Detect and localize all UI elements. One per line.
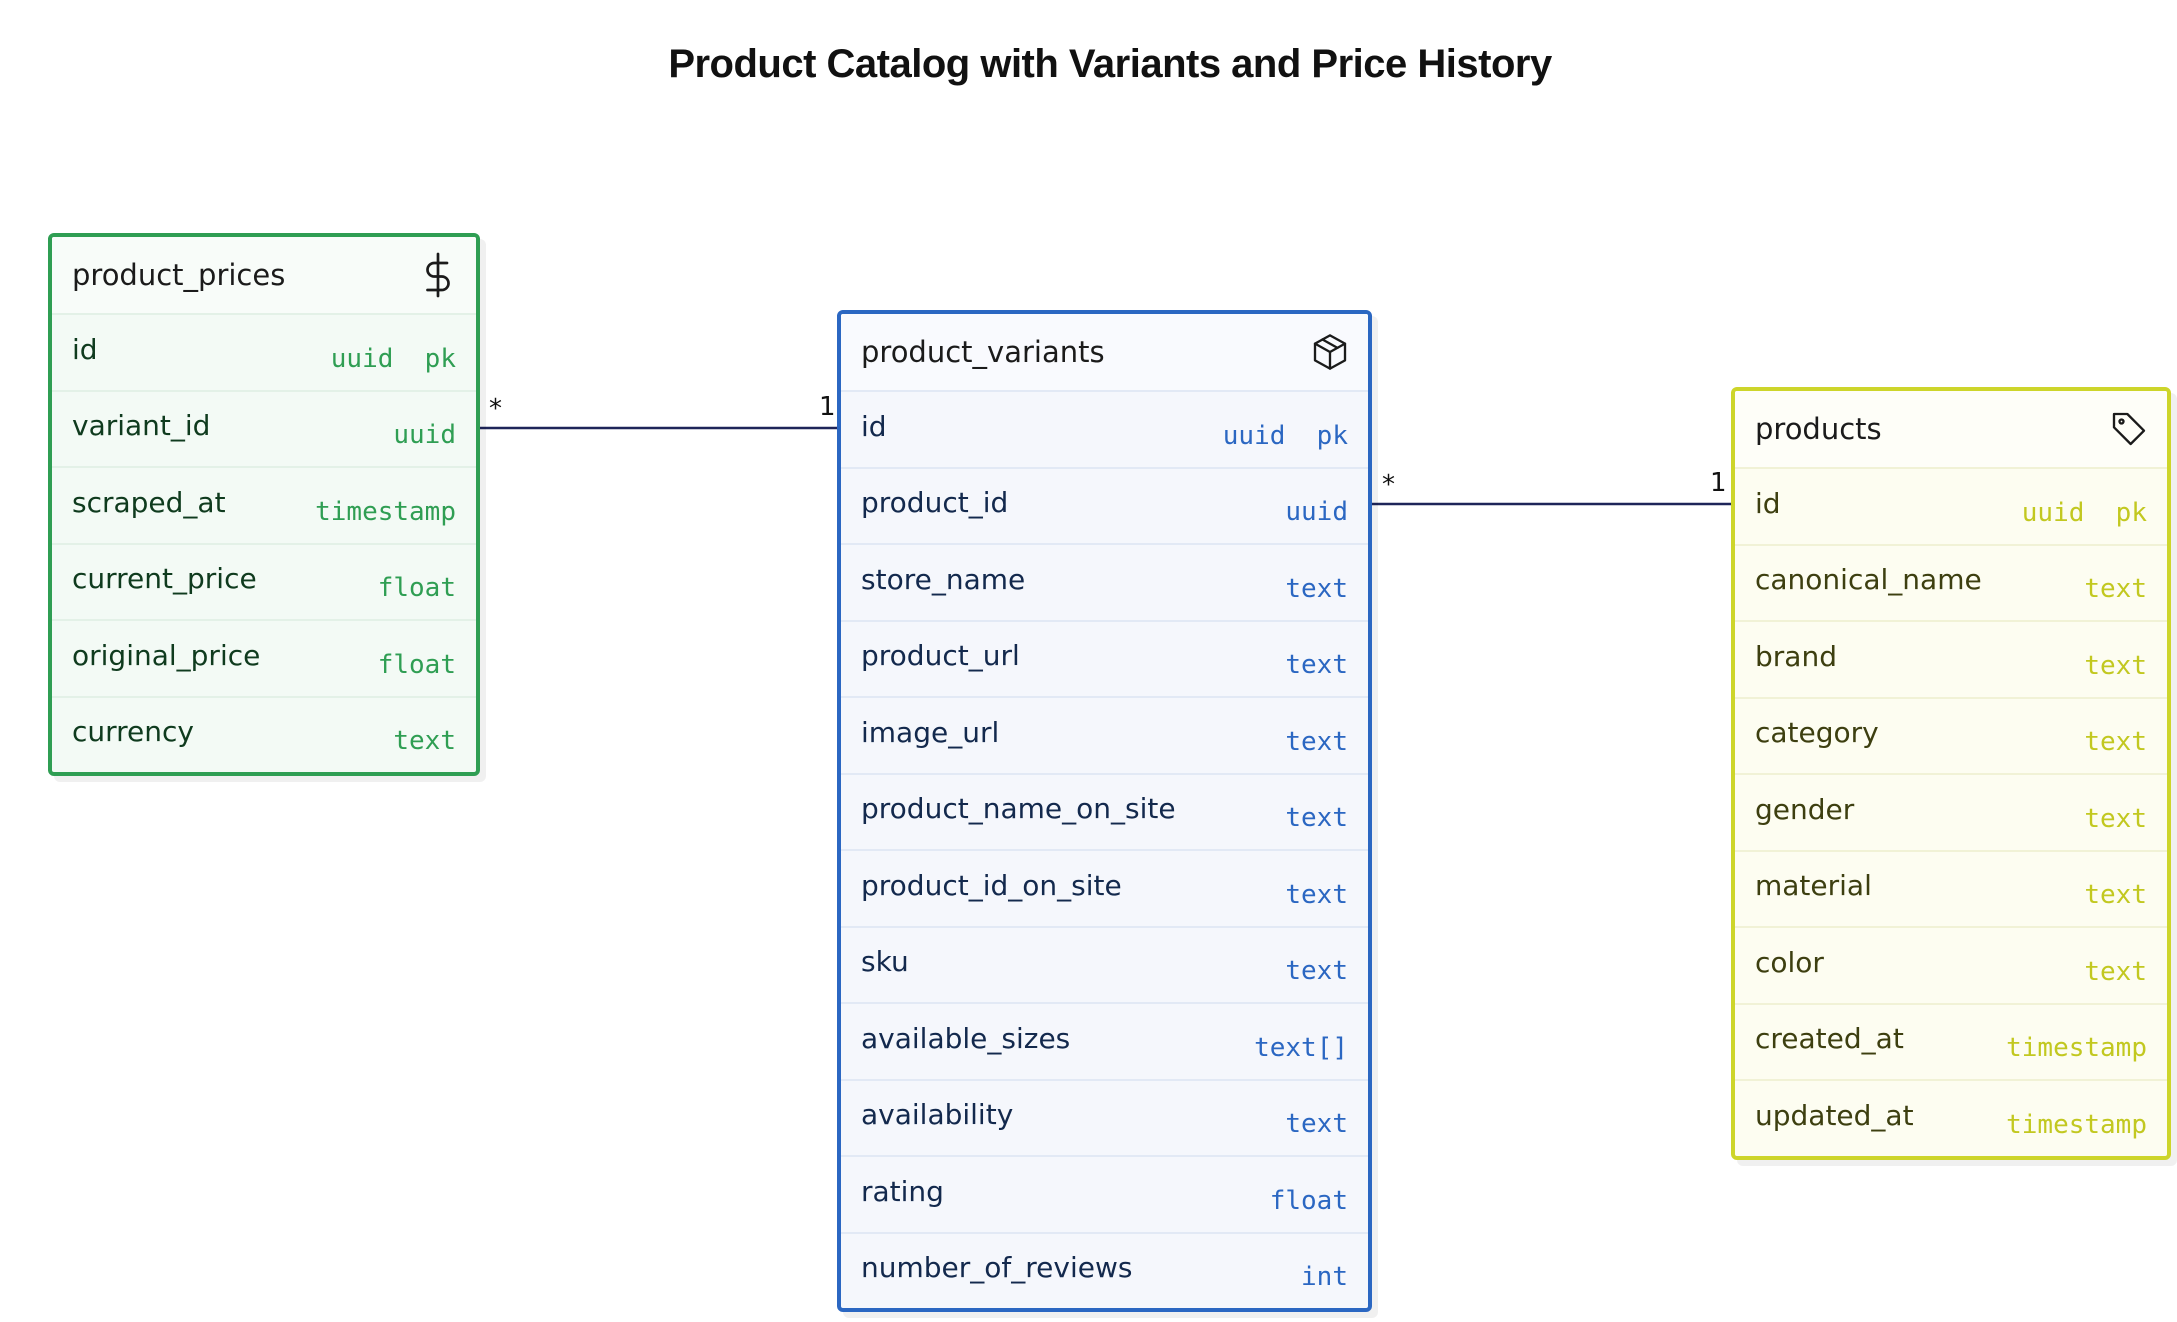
tag-icon xyxy=(2109,405,2149,453)
field-row-store-name[interactable]: store_name text xyxy=(841,543,1368,620)
entity-header: products xyxy=(1735,391,2167,467)
field-name: scraped_at xyxy=(72,485,226,519)
diagram-title: Product Catalog with Variants and Price … xyxy=(668,42,1552,86)
cardinality-label: * xyxy=(1382,470,1395,500)
field-row-product-id[interactable]: product_id uuid xyxy=(841,466,1368,544)
field-row-id[interactable]: id uuid pk xyxy=(1735,467,2167,544)
entity-product-variants[interactable]: product_variants id uuid pk product_id uuid… xyxy=(837,310,1372,1312)
field-name: store_name xyxy=(861,562,1026,596)
field-type: text xyxy=(2084,650,2147,681)
field-type: timestamp xyxy=(2006,1109,2147,1140)
field-row-category[interactable]: category text xyxy=(1735,696,2167,774)
field-row-available-sizes[interactable]: available_sizes text[] xyxy=(841,1002,1368,1079)
field-row-id[interactable]: id uuid pk xyxy=(52,313,476,390)
field-name: currency xyxy=(72,715,194,749)
field-row-product-url[interactable]: product_url text xyxy=(841,619,1368,697)
field-type: text xyxy=(1285,573,1348,604)
field-type: text xyxy=(2084,880,2147,910)
field-type: timestamp xyxy=(315,496,456,527)
field-name: color xyxy=(1755,945,1824,979)
field-row-rating[interactable]: rating float xyxy=(841,1155,1368,1232)
field-name: available_sizes xyxy=(861,1021,1071,1055)
field-type: float xyxy=(1269,1185,1348,1216)
field-row-currency[interactable]: currency text xyxy=(52,695,476,773)
entity-header: product_prices xyxy=(52,237,476,313)
field-name: product_url xyxy=(861,639,1020,673)
field-row-product-id-on-site[interactable]: product_id_on_site text xyxy=(841,849,1368,926)
field-row-current-price[interactable]: current_price float xyxy=(52,542,476,620)
field-row-material[interactable]: material text xyxy=(1735,849,2167,927)
entity-name: product_variants xyxy=(861,335,1105,369)
field-type: text xyxy=(1285,650,1348,680)
field-type: text xyxy=(2084,956,2147,987)
field-row-availability[interactable]: availability text xyxy=(841,1078,1368,1156)
field-name: sku xyxy=(861,945,909,979)
field-name: product_id xyxy=(861,486,1009,520)
entity-product-prices[interactable]: product_prices id uuid pk variant_id uuid sc… xyxy=(48,233,480,776)
field-name: category xyxy=(1755,716,1879,750)
field-name: current_price xyxy=(72,562,257,596)
field-name: availability xyxy=(861,1098,1014,1132)
entity-name: products xyxy=(1755,412,1882,446)
field-row-original-price[interactable]: original_price float xyxy=(52,619,476,696)
field-name: id xyxy=(861,409,887,443)
field-name: rating xyxy=(861,1174,944,1208)
field-type: text xyxy=(2084,803,2147,834)
field-name: canonical_name xyxy=(1755,563,1982,597)
field-name: original_price xyxy=(72,638,261,672)
field-type: uuid pk xyxy=(330,343,456,374)
field-type: timestamp xyxy=(2006,1033,2147,1063)
cardinality-label: * xyxy=(489,394,502,424)
field-name: product_id_on_site xyxy=(861,868,1122,902)
field-type: text xyxy=(1285,956,1348,986)
package-icon xyxy=(1310,328,1350,376)
field-type: text xyxy=(2084,574,2147,604)
field-type: float xyxy=(377,573,456,603)
entity-name: product_prices xyxy=(72,258,286,292)
entity-header: product_variants xyxy=(841,314,1368,390)
field-name: product_name_on_site xyxy=(861,792,1176,826)
field-name: variant_id xyxy=(72,409,211,443)
field-type: uuid pk xyxy=(2021,497,2147,528)
field-row-brand[interactable]: brand text xyxy=(1735,620,2167,697)
field-type: text xyxy=(1285,803,1348,833)
cardinality-label: 1 xyxy=(819,392,836,422)
field-row-scraped-at[interactable]: scraped_at timestamp xyxy=(52,466,476,543)
field-name: image_url xyxy=(861,715,1000,749)
field-row-id[interactable]: id uuid pk xyxy=(841,390,1368,467)
field-row-image-url[interactable]: image_url text xyxy=(841,696,1368,773)
field-row-color[interactable]: color text xyxy=(1735,926,2167,1003)
field-name: material xyxy=(1755,869,1872,903)
field-type: float xyxy=(377,649,456,680)
field-type: uuid xyxy=(393,420,456,450)
field-type: text xyxy=(393,726,456,756)
field-name: updated_at xyxy=(1755,1098,1914,1132)
field-row-canonical-name[interactable]: canonical_name text xyxy=(1735,543,2167,621)
field-name: gender xyxy=(1755,792,1855,826)
field-name: created_at xyxy=(1755,1022,1904,1056)
field-type: text xyxy=(1285,1109,1348,1139)
field-name: id xyxy=(1755,486,1781,520)
field-name: brand xyxy=(1755,639,1837,673)
field-name: number_of_reviews xyxy=(861,1251,1133,1285)
cardinality-label: 1 xyxy=(1710,468,1727,498)
field-row-sku[interactable]: sku text xyxy=(841,925,1368,1003)
dollar-icon xyxy=(418,251,458,299)
field-type: text xyxy=(1285,726,1348,757)
field-row-number-of-reviews[interactable]: number_of_reviews int xyxy=(841,1231,1368,1309)
field-row-product-name-on-site[interactable]: product_name_on_site text xyxy=(841,772,1368,850)
field-type: text[] xyxy=(1254,1032,1348,1063)
field-row-created-at[interactable]: created_at timestamp xyxy=(1735,1002,2167,1080)
field-type: text xyxy=(2084,727,2147,757)
field-type: uuid xyxy=(1285,497,1348,527)
field-type: int xyxy=(1301,1262,1348,1292)
field-row-variant-id[interactable]: variant_id uuid xyxy=(52,389,476,467)
field-row-gender[interactable]: gender text xyxy=(1735,773,2167,850)
field-name: id xyxy=(72,332,98,366)
field-type: text xyxy=(1285,879,1348,910)
field-type: uuid pk xyxy=(1222,420,1348,451)
field-row-updated-at[interactable]: updated_at timestamp xyxy=(1735,1079,2167,1156)
